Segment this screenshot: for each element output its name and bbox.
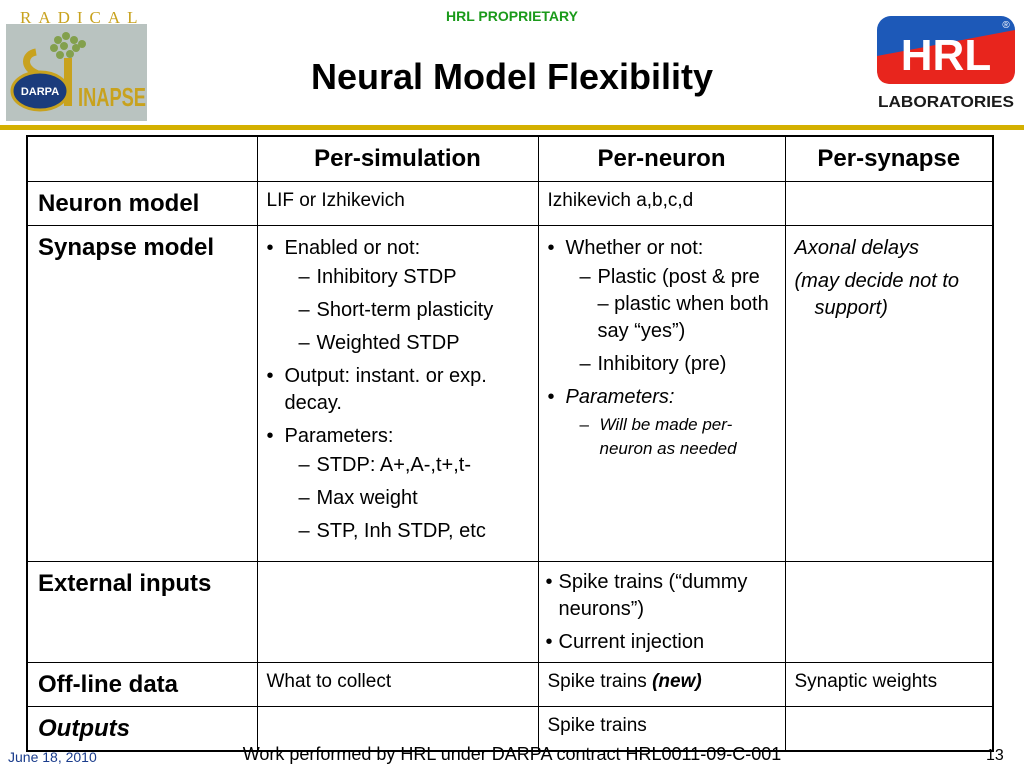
cell-neuron-per-synapse xyxy=(784,181,994,226)
row-label-neuron-model: Neuron model xyxy=(26,181,258,226)
page-number: 13 xyxy=(986,747,1004,764)
cell-offline-per-simulation: What to collect xyxy=(256,662,539,707)
bullet-list: Enabled or not: Inhibitory STDP Short-te… xyxy=(267,235,528,545)
cell-neuron-per-neuron: Izhikevich a,b,c,d xyxy=(537,181,786,226)
cell-outputs-per-neuron: Spike trains xyxy=(537,706,786,751)
list-item: Weighted STDP xyxy=(267,330,528,357)
new-tag: (new) xyxy=(652,671,702,692)
list-item: STP, Inh STDP, etc xyxy=(267,518,528,545)
bullet-list: Whether or not: Plastic (post & pre – pl… xyxy=(548,235,775,461)
list-item: Inhibitory (pre) xyxy=(548,351,775,378)
header-rule xyxy=(0,125,1024,130)
list-item: Plastic (post & pre – plastic when both … xyxy=(548,264,775,345)
spike-trains-text: Spike trains xyxy=(547,671,647,692)
bullet-text: Parameters: xyxy=(284,425,394,447)
cell-external-per-simulation xyxy=(256,561,539,663)
axonal-delays-text: Axonal delays xyxy=(794,237,920,259)
bullet-text: Parameters: xyxy=(565,386,675,408)
radical-label: RADICAL xyxy=(20,8,145,27)
list-item: STDP: A+,A-,t+,t- xyxy=(267,452,528,479)
row-outputs: Outputs Spike trains xyxy=(26,706,994,751)
list-item: Spike trains (“dummy neurons”) xyxy=(546,569,775,623)
row-label-offline-data: Off-line data xyxy=(26,662,258,707)
list-item: Inhibitory STDP xyxy=(267,264,528,291)
bullet-text: Whether or not: xyxy=(565,237,704,259)
row-label-external-inputs: External inputs xyxy=(26,561,258,663)
list-item: Short-term plasticity xyxy=(267,297,528,324)
row-offline-data: Off-line data What to collect Spike trai… xyxy=(26,662,994,707)
cell-external-per-neuron: Spike trains (“dummy neurons”) Current i… xyxy=(537,561,786,663)
page-title: Neural Model Flexibility xyxy=(310,56,714,97)
hrl-logo-text: HRL xyxy=(901,31,991,80)
sub-list: Plastic (post & pre – plastic when both … xyxy=(548,264,775,378)
cell-offline-per-neuron: Spike trains (new) xyxy=(537,662,786,707)
header-per-synapse: Per-synapse xyxy=(784,135,994,182)
proprietary-label: HRL PROPRIETARY xyxy=(446,8,578,24)
cell-outputs-per-synapse xyxy=(784,706,994,751)
header-per-simulation: Per-simulation xyxy=(256,135,539,182)
list-item: Whether or not: Plastic (post & pre – pl… xyxy=(548,235,775,378)
hrl-logo: HRL ® LABORATORIES xyxy=(877,16,1015,111)
cell-offline-per-synapse: Synaptic weights xyxy=(784,662,994,707)
row-neuron-model: Neuron model LIF or Izhikevich Izhikevic… xyxy=(26,181,994,226)
cell-synapse-per-neuron: Whether or not: Plastic (post & pre – pl… xyxy=(537,225,786,562)
row-label-synapse-model: Synapse model xyxy=(26,225,258,562)
list-item: Current injection xyxy=(546,629,775,656)
flexibility-table: Per-simulation Per-neuron Per-synapse Ne… xyxy=(26,135,994,752)
bullet-list: Spike trains (“dummy neurons”) Current i… xyxy=(546,569,775,656)
hrl-logo-subtitle: LABORATORIES xyxy=(878,94,1014,111)
darpa-seal-text: DARPA xyxy=(21,86,59,98)
list-item: Will be made per-neuron as needed xyxy=(548,413,775,461)
list-item: Parameters: STDP: A+,A-,t+,t- Max weight… xyxy=(267,423,528,545)
sub-list: Inhibitory STDP Short-term plasticity We… xyxy=(267,264,528,357)
sub-list: STDP: A+,A-,t+,t- Max weight STP, Inh ST… xyxy=(267,452,528,545)
cell-neuron-per-simulation: LIF or Izhikevich xyxy=(256,181,539,226)
may-decide-text: (may decide not to support) xyxy=(794,270,960,319)
list-item: Output: instant. or exp. decay. xyxy=(267,363,528,417)
cell-synapse-per-simulation: Enabled or not: Inhibitory STDP Short-te… xyxy=(256,225,539,562)
cell-external-per-synapse xyxy=(784,561,994,663)
synapse-logo-text: INAPSE xyxy=(78,82,146,112)
cell-synapse-per-synapse: Axonal delays (may decide not to support… xyxy=(784,225,994,562)
sub-list: Will be made per-neuron as needed xyxy=(548,413,775,461)
footer-contract: Work performed by HRL under DARPA contra… xyxy=(242,744,782,764)
footer-date: June 18, 2010 xyxy=(8,749,97,765)
list-item: Enabled or not: Inhibitory STDP Short-te… xyxy=(267,235,528,357)
list-item: Max weight xyxy=(267,485,528,512)
row-synapse-model: Synapse model Enabled or not: Inhibitory… xyxy=(26,225,994,562)
hrl-logo-registered: ® xyxy=(1002,20,1010,31)
synapse-logo: DARPA INAPSE xyxy=(6,24,147,121)
table-header-row: Per-simulation Per-neuron Per-synapse xyxy=(26,135,994,182)
list-item: Parameters: Will be made per-neuron as n… xyxy=(548,384,775,461)
cell-outputs-per-simulation xyxy=(256,706,539,751)
header-per-neuron: Per-neuron xyxy=(537,135,786,182)
row-external-inputs: External inputs Spike trains (“dummy neu… xyxy=(26,561,994,663)
row-label-outputs: Outputs xyxy=(26,706,258,751)
bullet-text: Enabled or not: xyxy=(284,237,421,259)
header-empty xyxy=(26,135,258,182)
